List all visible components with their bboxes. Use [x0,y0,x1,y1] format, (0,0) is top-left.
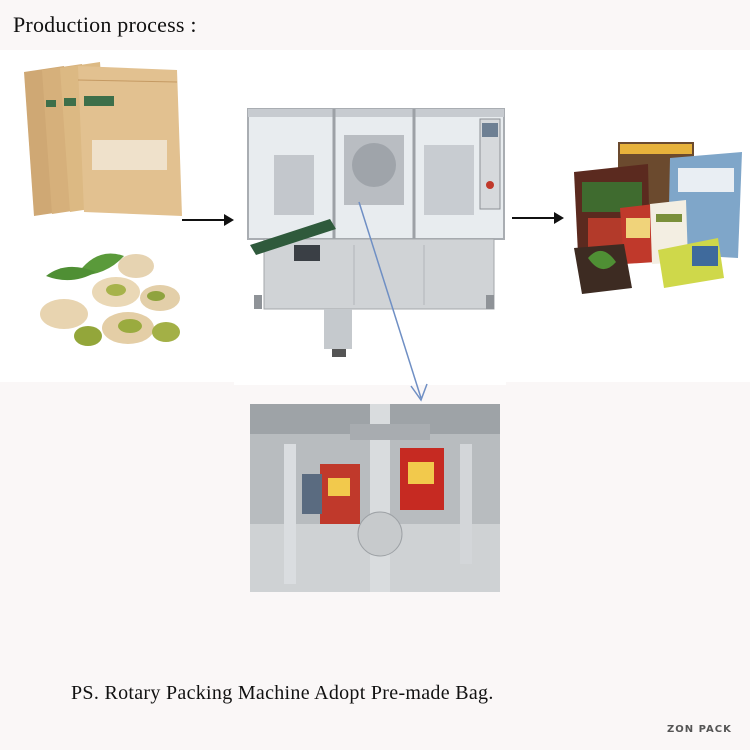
kraft-bags-image [22,60,187,220]
packing-machine-image [234,95,506,385]
header-band [0,0,750,50]
gripper-detail-image [250,404,500,592]
pistachios-image [36,236,186,356]
arrow-right-icon [512,212,564,224]
arrow-right-icon [182,214,234,226]
watermark: ZON PACK [667,724,732,735]
page-title: Production process : [13,12,197,37]
caption: PS. Rotary Packing Machine Adopt Pre-mad… [71,682,494,704]
packaged-products-image [568,138,744,302]
detail-pointer-arrow [358,201,428,402]
